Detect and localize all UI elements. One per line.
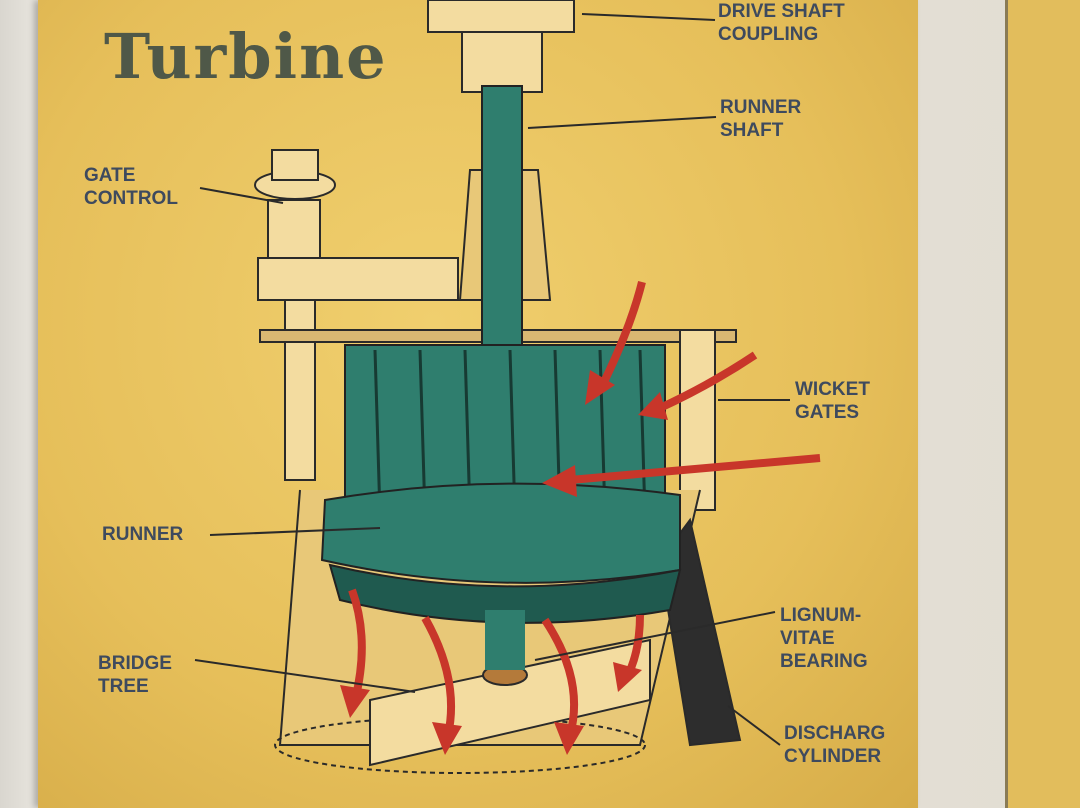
drive-shaft-coupling [427,0,575,33]
label-lignum-vitae-bearing: LIGNUM- VITAE BEARING [780,605,868,672]
label-discharge-cylinder: DISCHARG CYLINDER [784,723,886,767]
leader-lines [194,13,790,746]
runner-shaft [481,85,523,347]
label-gate-control: GATE CONTROL [84,165,178,209]
label-drive-shaft-coupling: DRIVE SHAFT COUPLING [718,1,845,45]
label-runner-shaft: RUNNER SHAFT [720,97,802,141]
label-bridge-tree: BRIDGE TREE [98,653,172,697]
water-flow-arrows [340,281,821,755]
poster-title: Turbine [104,20,388,93]
runner [320,482,681,584]
adjacent-poster [1005,0,1080,808]
label-wicket-gates: WICKET GATES [795,379,870,423]
label-runner: RUNNER [102,524,184,545]
